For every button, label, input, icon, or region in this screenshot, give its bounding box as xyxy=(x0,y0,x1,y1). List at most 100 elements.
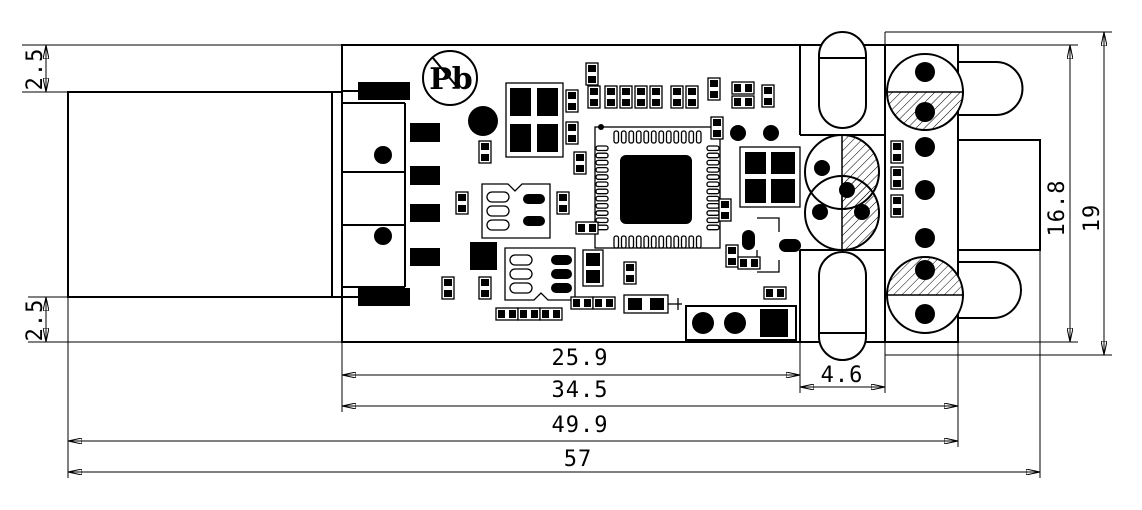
crystal-pad xyxy=(523,194,545,204)
qfn-pin xyxy=(628,130,635,144)
smd-pad xyxy=(745,98,752,106)
smd-pad xyxy=(584,299,591,307)
qfn-pin xyxy=(665,235,672,249)
oval-slot-top xyxy=(818,31,867,129)
smd-pad xyxy=(673,88,681,95)
transistor-outline xyxy=(757,260,780,273)
crystal-upper xyxy=(481,183,551,239)
qfn-chip xyxy=(594,124,721,249)
smd-component xyxy=(556,191,570,215)
qfn-pin xyxy=(595,217,609,224)
smd-component xyxy=(575,221,599,235)
crystal-pad xyxy=(509,268,533,280)
smd-pad xyxy=(559,205,567,212)
regulator-pad xyxy=(771,179,795,203)
smd-pad xyxy=(893,180,901,187)
round-connector-pair xyxy=(804,134,880,251)
qfn-pin xyxy=(706,145,720,152)
smd-pad xyxy=(520,310,527,318)
smd-pad xyxy=(713,130,721,137)
smd-pad xyxy=(589,224,596,232)
dimension-labels: 2.5 2.5 25.9 34.5 49.9 57 4.6 16.8 19 xyxy=(23,48,1105,472)
crystal-pad xyxy=(551,255,572,265)
connector-pin xyxy=(854,204,870,220)
smd-pad xyxy=(481,143,489,150)
smd-pad xyxy=(766,289,773,297)
crystal-pad xyxy=(523,216,545,226)
smd-pad xyxy=(764,98,772,105)
smd-pad xyxy=(576,154,584,161)
quad-pad xyxy=(537,88,558,116)
smd-pad xyxy=(637,99,645,106)
smd-pad xyxy=(652,99,660,106)
smd-pad xyxy=(637,88,645,95)
smd-pad xyxy=(893,208,901,215)
usb-pad-4 xyxy=(410,248,440,266)
smd-pad xyxy=(481,279,489,286)
pin1-marker xyxy=(598,124,604,130)
smd-pad xyxy=(893,143,901,150)
smd-component xyxy=(707,77,721,101)
smd-pad xyxy=(721,201,729,208)
qfn-pin xyxy=(673,235,680,249)
mount-hole-bottom xyxy=(374,227,392,245)
smd-pad xyxy=(688,88,696,95)
quad-pad xyxy=(510,124,531,152)
smd-pad xyxy=(458,205,466,212)
diode-pad xyxy=(650,298,664,310)
qfn-pin xyxy=(658,130,665,144)
smd-pad xyxy=(573,299,580,307)
smd-component xyxy=(587,85,601,109)
smd-pad xyxy=(622,99,630,106)
qfn-pin xyxy=(595,166,609,173)
qfn-pin xyxy=(695,130,702,144)
smd-pad xyxy=(626,275,634,282)
dimension-lines xyxy=(46,32,1104,472)
smd-component xyxy=(495,307,519,321)
led-top xyxy=(958,61,1024,116)
smd-pad xyxy=(673,99,681,106)
oval-slot-bottom xyxy=(818,251,867,361)
crystal-pad xyxy=(486,205,510,217)
connector-pin xyxy=(812,204,828,220)
smd-component xyxy=(890,194,904,218)
qfn-pin xyxy=(706,188,720,195)
smd-component xyxy=(604,85,618,109)
capacitor-pad xyxy=(586,270,600,283)
smd-pad xyxy=(576,165,584,172)
smd-component xyxy=(585,62,599,86)
qfn-pin xyxy=(695,235,702,249)
quad-pad xyxy=(510,88,531,116)
qfn-pin xyxy=(706,181,720,188)
smd-component xyxy=(890,140,904,164)
capacitor-pad xyxy=(586,253,600,266)
smd-pad xyxy=(777,289,784,297)
header-outline xyxy=(685,305,797,341)
smd-pad xyxy=(710,91,718,98)
smd-pad xyxy=(542,310,549,318)
smd-component xyxy=(685,85,699,109)
diode xyxy=(623,294,682,314)
connector-block xyxy=(884,44,964,343)
smd-pad xyxy=(568,135,576,142)
qfn-pin xyxy=(613,235,620,249)
smd-component xyxy=(890,166,904,190)
crystal-pad xyxy=(551,269,572,279)
smd-component xyxy=(725,244,739,268)
regulator-pad xyxy=(771,152,795,174)
smd-component xyxy=(710,116,724,140)
smd-pad xyxy=(509,310,516,318)
crystal-pad xyxy=(486,219,510,231)
smd-pad xyxy=(568,92,576,99)
qfn-pin xyxy=(595,202,609,209)
qfn-pin xyxy=(706,166,720,173)
crystal-pad xyxy=(486,191,510,203)
crystal-outline xyxy=(481,183,551,239)
qfn-pin xyxy=(595,174,609,180)
qfn-pin xyxy=(706,224,720,231)
regulator xyxy=(739,146,801,208)
dim-label-h4: 57 xyxy=(564,447,593,472)
smd-component xyxy=(718,198,732,222)
qfn-pin xyxy=(613,130,620,144)
shield-pad-top xyxy=(358,82,410,100)
